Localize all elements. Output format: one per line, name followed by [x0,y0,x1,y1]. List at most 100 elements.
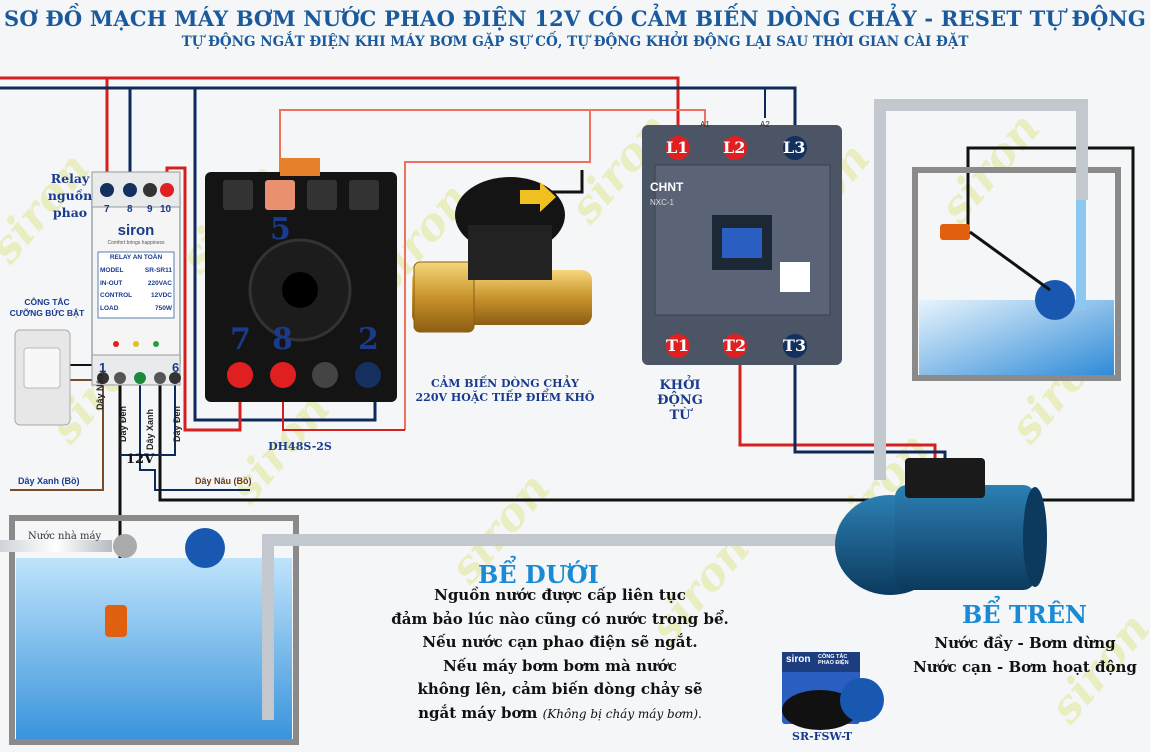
wire-red-main [0,76,680,138]
contactor-t2 [723,334,747,358]
pump-outlet-pipe [874,99,1088,480]
relay-led-green [153,341,159,347]
wire-label-1: Dây Nâu [95,373,105,410]
contactor-t2-label: T2 [723,336,747,355]
relay-term-label: 7 [104,204,110,215]
product-float-1 [782,690,858,730]
wire-brown-1 [10,375,104,491]
relay-label-line: Relay [50,171,90,186]
pump-motor [895,485,1035,590]
wire-red-flow [404,110,591,430]
wire-label-4: Dây Đen [172,405,182,442]
contactor-name: KHỞI ĐỘNG TỪ [650,378,710,423]
relay-term-b4 [154,372,166,384]
lower-tank-note: (Không bị cháy máy bơm). [542,706,702,721]
relay-top-numbers: 7 8 9 10 [92,204,180,218]
relay-brand-tag: Comfort brings happiness [107,240,165,246]
contactor-t1 [666,334,690,358]
relay-term-10 [160,183,174,197]
contactor-a2-label: A2 [760,120,770,129]
pump-motor-end [1023,487,1047,587]
wire-black-4 [158,146,1135,502]
wire-navy-5 [120,378,176,456]
switch-label: CÔNG TẮC CƯỠNG BỨC BẬT [2,297,92,319]
contactor-brand: CHNT [650,180,684,194]
relay-term-label: 8 [127,204,133,215]
upper-tank-line: Nước đầy - Bơm dừng [934,634,1116,652]
contactor-t3-label: T3 [783,336,807,355]
lower-float-ball [185,528,225,568]
timer-pin-2: 2 [358,322,379,357]
lower-tank-water [16,558,292,739]
timer-tab [280,158,320,176]
lower-tank-line: Nếu nước cạn phao điện sẽ ngắt. [422,633,698,651]
product-float-2 [840,678,884,722]
lower-tank-line: không lên, cảm biến dòng chảy sẽ [417,680,703,698]
wire-navy-3 [139,380,250,491]
upper-tank-line: Nước cạn - Bơm hoạt động [913,657,1137,676]
upper-tank-water [919,300,1114,375]
relay-term-b5 [169,372,181,384]
lower-tank-line: đảm bảo lúc nào cũng có nước trong bể. [391,609,729,628]
flow-sensor-label-line: 220V HOẶC TIẾP ĐIỂM KHÔ [415,391,595,404]
relay-panel [97,251,175,319]
timer-pin-7: 7 [230,322,251,357]
relay-term-b1 [97,372,109,384]
lower-tank-desc: Nguồn nước được cấp liên tục đảm bảo lúc… [380,584,740,726]
relay-term-9 [143,183,157,197]
product-box-top [782,652,860,672]
relay-bottom-label-1: 1 [99,360,107,375]
relay-label-line: phao [52,205,88,220]
relay-label-line: nguồn [47,188,93,203]
contactor-l2-label: L2 [723,138,746,157]
wall-switch-rocker [23,347,61,389]
relay-led-yellow [133,341,139,347]
wire-red-t2 [738,360,937,460]
contactor-l3 [783,136,807,160]
lower-tank-line: ngắt máy bơm [418,703,538,722]
lower-tank-line-last: ngắt máy bơm (Không bị cháy máy bơm). [380,702,740,727]
contactor-l3-label: L3 [783,138,806,157]
contactor-t3 [783,334,807,358]
wire-red-relay-10 [165,166,242,432]
contactor-t1-label: T1 [666,336,690,355]
flow-sensor-neck [468,225,552,280]
supply-pipe [0,540,112,552]
wire-left-label: Dây Xanh (Bồ) [18,476,80,486]
flow-sensor-left-thread [413,261,475,333]
relay-led-red [113,341,119,347]
contactor-button [722,228,762,258]
timer-pin-8: 8 [272,322,293,357]
page-title: SƠ ĐỒ MẠCH MÁY BƠM NƯỚC PHAO ĐIỆN 12V CÓ… [3,6,1147,31]
lower-tank-title: BỂ DƯỚI [478,560,599,589]
relay-term-7 [100,183,114,197]
contactor-qr [780,262,810,292]
contactor-a1-label: A1 [700,120,710,129]
voltage-label: 12V [126,452,155,467]
upper-float-weight [940,224,970,240]
wire-label-3: Dây Xanh [145,408,155,450]
relay-term-b2 [114,372,126,384]
contactor-l1 [666,136,690,160]
relay-term-label: 9 [147,204,153,215]
relay-term-8 [123,183,137,197]
timer-name: DH48S-2S [268,440,332,453]
lower-tank-wall [9,515,299,745]
contactor-name-line: KHỞI [659,378,701,393]
product-brand: siron [786,654,811,665]
relay-panel-title: RELAY AN TOÀN [109,254,163,261]
timer-socket-hole [282,272,318,308]
supply-valve-ball [113,534,137,558]
relay-bottom-label-6: 6 [172,360,180,375]
pump-terminal-box [905,458,985,498]
flow-arrow [520,182,556,212]
upper-tank-desc: Nước đầy - Bơm dừng Nước cạn - Bơm hoạt … [900,632,1150,679]
upper-tank-title: BỂ TRÊN [962,600,1087,629]
switch-label-line: CÔNG TẮC [24,297,70,307]
